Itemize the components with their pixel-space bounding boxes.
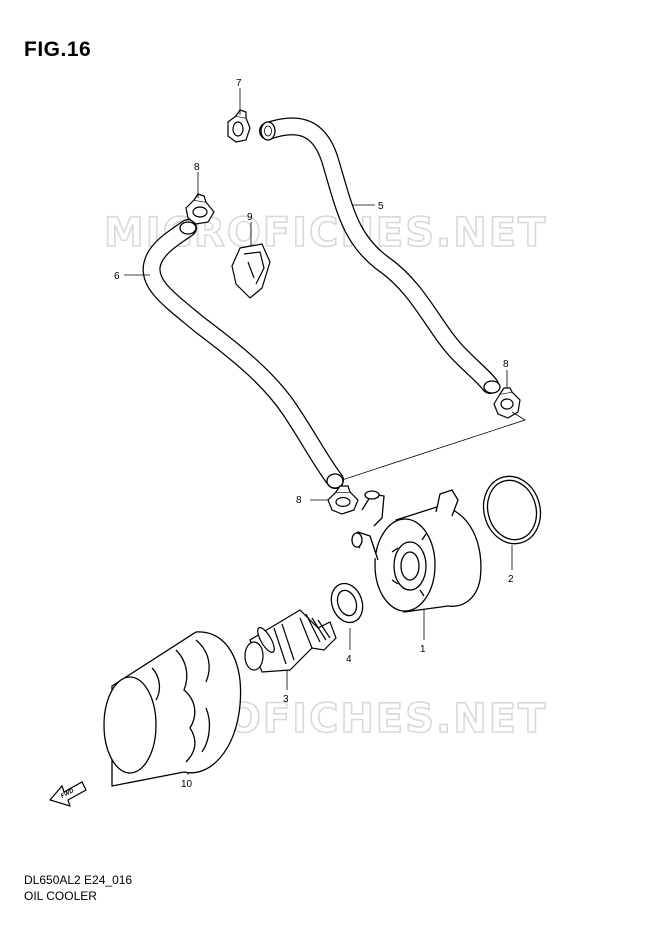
oil-cooler bbox=[351, 489, 482, 613]
hose-clamp-9 bbox=[231, 243, 271, 299]
fwd-arrow: FWD bbox=[48, 781, 87, 807]
diagram-name: OIL COOLER bbox=[24, 889, 97, 903]
diagram-code: DL650AL2 E24_016 bbox=[24, 873, 133, 887]
hose-upper bbox=[259, 117, 501, 394]
callout-8-lower: 8 bbox=[296, 495, 302, 506]
callout-6: 6 bbox=[114, 271, 120, 282]
hose-clamp-8-upper bbox=[185, 193, 215, 225]
callout-5: 5 bbox=[378, 201, 384, 212]
callout-3: 3 bbox=[283, 694, 289, 705]
hose-lower bbox=[142, 219, 344, 489]
callout-7: 7 bbox=[236, 78, 242, 89]
hose-clamp-8-lower bbox=[327, 485, 359, 515]
footer: DL650AL2 E24_016 OIL COOLER bbox=[24, 872, 132, 904]
figure-title: FIG.16 bbox=[24, 38, 92, 61]
callout-8-right: 8 bbox=[503, 359, 509, 370]
hose-clamp-7 bbox=[227, 109, 251, 143]
callout-8-upper: 8 bbox=[194, 162, 200, 173]
oil-filter bbox=[103, 631, 242, 787]
hose-clamp-8-right bbox=[493, 387, 521, 419]
callout-labels: 7 8 9 6 5 8 8 2 1 4 3 10 bbox=[114, 78, 514, 790]
callout-9: 9 bbox=[247, 212, 253, 223]
callout-10: 10 bbox=[181, 779, 193, 790]
callout-1: 1 bbox=[420, 644, 426, 655]
gasket bbox=[330, 582, 364, 624]
union-bolt bbox=[244, 609, 337, 673]
o-ring bbox=[482, 475, 542, 545]
callout-2: 2 bbox=[508, 574, 514, 585]
callout-4: 4 bbox=[346, 654, 352, 665]
